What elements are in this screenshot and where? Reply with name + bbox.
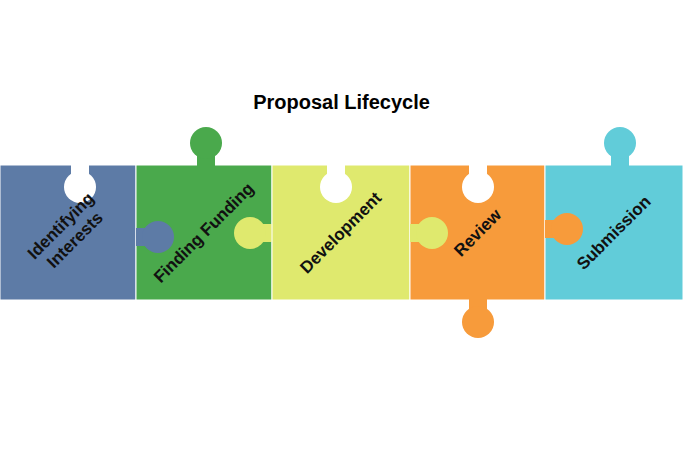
puzzle-piece: Identifying Interests (0, 165, 136, 300)
puzzle-piece: Finding Funding (136, 165, 272, 300)
diagram-title: Proposal Lifecycle (0, 91, 683, 114)
puzzle-piece: Development (272, 165, 410, 300)
puzzle-piece: Review (410, 165, 545, 300)
puzzle-piece: Submission (545, 165, 683, 300)
